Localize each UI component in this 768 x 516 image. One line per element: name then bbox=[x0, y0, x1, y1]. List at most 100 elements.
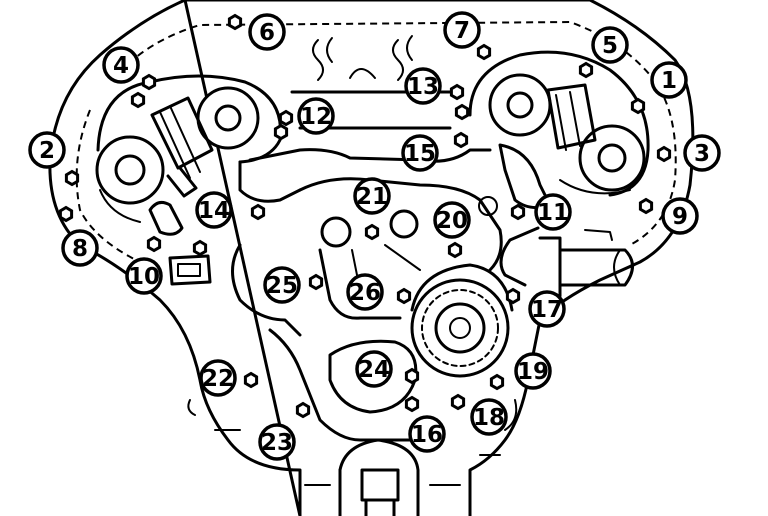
callout-number: 8 bbox=[72, 236, 88, 262]
callout-circle bbox=[61, 229, 99, 267]
bolt-head-22 bbox=[308, 273, 324, 291]
bolt-head-12 bbox=[449, 83, 465, 101]
callout-10: 10 bbox=[125, 257, 163, 295]
bolt-head-6 bbox=[250, 203, 266, 221]
callout-circle bbox=[433, 201, 471, 239]
callout-circle bbox=[297, 97, 335, 135]
callout-circle bbox=[528, 290, 566, 328]
callout-number: 1 bbox=[661, 68, 677, 94]
bolt-head-15 bbox=[578, 61, 594, 79]
bolt-head-26 bbox=[404, 395, 420, 413]
callout-number: 21 bbox=[356, 184, 388, 210]
callout-circle bbox=[443, 11, 481, 49]
bolt-head-9 bbox=[64, 169, 80, 187]
callout-circle bbox=[199, 359, 237, 397]
callout-number: 4 bbox=[113, 53, 129, 79]
bolt-heads bbox=[58, 13, 672, 419]
callout-number: 22 bbox=[202, 366, 234, 392]
bolt-head-3 bbox=[227, 13, 243, 31]
callout-19: 19 bbox=[514, 352, 552, 390]
callout-9: 9 bbox=[661, 197, 699, 235]
callout-circle bbox=[248, 13, 286, 51]
callout-circle bbox=[102, 46, 140, 84]
callout-26: 26 bbox=[346, 273, 384, 311]
callout-13: 13 bbox=[404, 67, 442, 105]
callout-2: 2 bbox=[28, 131, 66, 169]
callout-number: 16 bbox=[411, 422, 443, 448]
callout-circle bbox=[346, 273, 384, 311]
bolt-head-20 bbox=[364, 223, 380, 241]
callout-25: 25 bbox=[263, 266, 301, 304]
callout-circle bbox=[258, 423, 296, 461]
callout-number: 11 bbox=[537, 200, 569, 226]
callout-circle bbox=[355, 350, 393, 388]
callout-7: 7 bbox=[443, 11, 481, 49]
callout-22: 22 bbox=[199, 359, 237, 397]
callout-14: 14 bbox=[195, 191, 233, 229]
callout-5: 5 bbox=[591, 26, 629, 64]
bolt-head-8 bbox=[146, 235, 162, 253]
callout-circle bbox=[404, 67, 442, 105]
bolt-head-10 bbox=[58, 205, 74, 223]
bolt-head-27 bbox=[450, 393, 466, 411]
callout-4: 4 bbox=[102, 46, 140, 84]
left-camshaft-assembly bbox=[95, 74, 283, 236]
callout-circle bbox=[661, 197, 699, 235]
upper-center-bracket bbox=[238, 35, 492, 203]
right-solenoid bbox=[499, 226, 634, 298]
bolt-head-1 bbox=[141, 73, 157, 91]
callout-number: 26 bbox=[349, 280, 381, 306]
callout-16: 16 bbox=[408, 415, 446, 453]
callout-number: 18 bbox=[473, 405, 505, 431]
bolt-head-17 bbox=[656, 145, 672, 163]
callout-8: 8 bbox=[61, 229, 99, 267]
callout-circle bbox=[401, 134, 439, 172]
callout-number: 17 bbox=[531, 297, 563, 323]
bolt-head-11 bbox=[476, 43, 492, 61]
callout-number: 2 bbox=[39, 138, 55, 164]
callout-circle bbox=[353, 177, 391, 215]
callout-21: 21 bbox=[353, 177, 391, 215]
callout-number: 24 bbox=[358, 357, 390, 383]
crankshaft-nose bbox=[304, 438, 461, 516]
callout-circle bbox=[263, 266, 301, 304]
callout-1: 1 bbox=[650, 61, 688, 99]
callout-number: 5 bbox=[602, 33, 618, 59]
bolt-head-28 bbox=[489, 373, 505, 391]
callout-number: 9 bbox=[672, 204, 688, 230]
callout-number: 25 bbox=[266, 273, 298, 299]
callout-24: 24 bbox=[355, 350, 393, 388]
bolt-head-13 bbox=[454, 103, 470, 121]
front-cover-outline bbox=[48, 0, 695, 516]
bolt-head-4 bbox=[278, 109, 294, 127]
callout-23: 23 bbox=[258, 423, 296, 461]
water-pump-sprocket bbox=[410, 263, 514, 378]
callout-number: 23 bbox=[261, 430, 293, 456]
callout-circle bbox=[195, 191, 233, 229]
bolt-head-2 bbox=[130, 91, 146, 109]
callout-number: 10 bbox=[128, 264, 160, 290]
callout-number: 14 bbox=[198, 198, 230, 224]
callout-17: 17 bbox=[528, 290, 566, 328]
right-camshaft-assembly bbox=[468, 50, 650, 210]
callout-number: 20 bbox=[436, 208, 468, 234]
bolt-head-19 bbox=[510, 203, 526, 221]
callout-number: 19 bbox=[517, 359, 549, 385]
bolt-head-16 bbox=[630, 97, 646, 115]
callout-circle bbox=[28, 131, 66, 169]
bolt-head-24 bbox=[505, 287, 521, 305]
callout-15: 15 bbox=[401, 134, 439, 172]
callout-number: 12 bbox=[300, 104, 332, 130]
callout-number: 3 bbox=[694, 141, 710, 167]
callout-circle bbox=[591, 26, 629, 64]
callout-number: 6 bbox=[259, 20, 275, 46]
callout-circle bbox=[408, 415, 446, 453]
bolt-head-23 bbox=[396, 287, 412, 305]
bolt-head-7 bbox=[192, 239, 208, 257]
bolt-head-18 bbox=[638, 197, 654, 215]
bolt-head-21 bbox=[447, 241, 463, 259]
callout-circle bbox=[470, 398, 508, 436]
callout-20: 20 bbox=[433, 201, 471, 239]
